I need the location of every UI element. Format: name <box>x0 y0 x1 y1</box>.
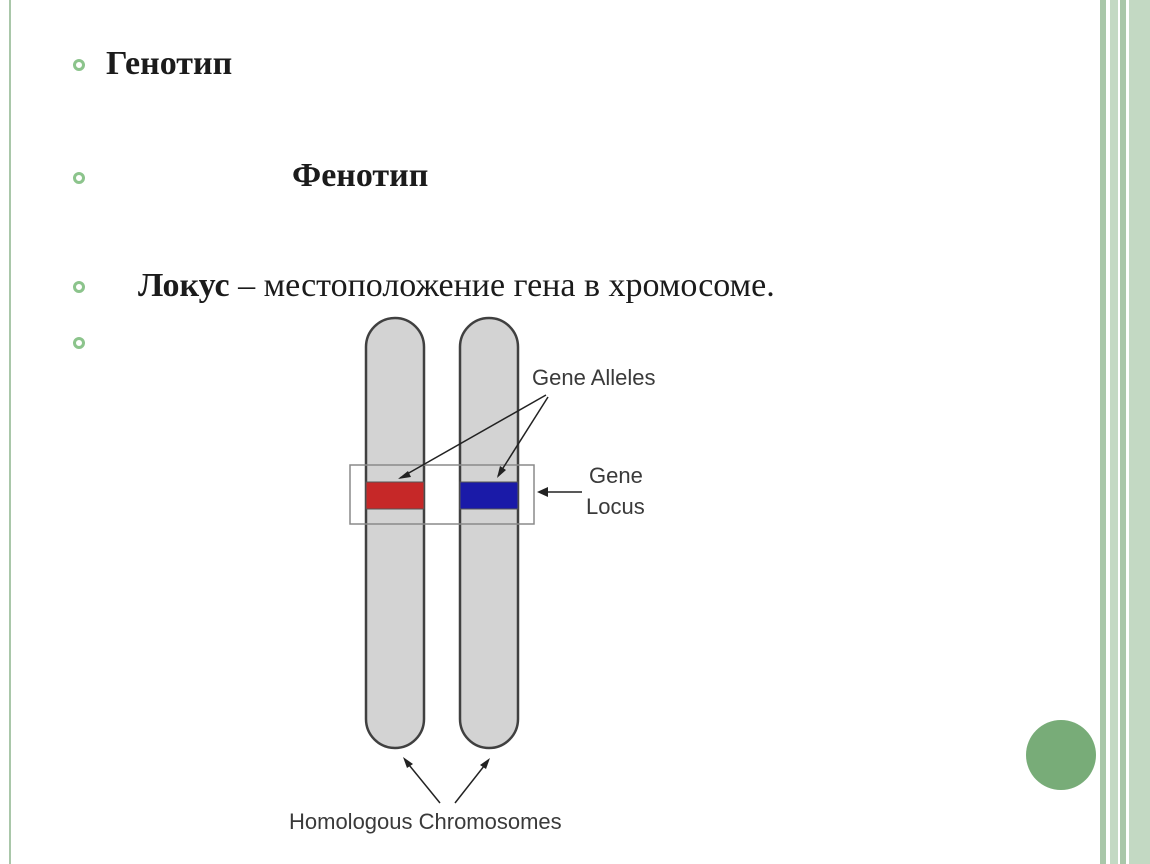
locus-term: Локус <box>138 267 230 304</box>
bullet-marker-1 <box>73 59 85 71</box>
chromosome-right <box>458 316 520 750</box>
label-gene: Gene <box>589 463 643 488</box>
allele-band-red <box>365 481 425 510</box>
chromosome-left <box>364 316 426 750</box>
bullet-text-locus-line: Локус – местоположение гена в хромосоме. <box>138 267 775 305</box>
label-locus: Locus <box>586 494 645 519</box>
arrow-homologous-right <box>454 760 489 804</box>
bullet-marker-4 <box>73 337 85 349</box>
arrow-alleles-to-left <box>399 394 547 479</box>
arrow-homologous-left <box>404 759 441 804</box>
label-gene-alleles: Gene Alleles <box>532 365 656 390</box>
bullet-marker-2 <box>73 172 85 184</box>
gene-locus-box <box>349 464 535 525</box>
arrowhead-homologous-right <box>480 758 490 769</box>
allele-band-blue <box>459 481 519 510</box>
bullet-marker-3 <box>73 281 85 293</box>
right-border-stripes <box>1096 0 1150 864</box>
locus-definition: – местоположение гена в хромосоме. <box>229 267 775 304</box>
decorative-green-circle <box>1026 720 1096 790</box>
left-border-line <box>9 0 11 864</box>
arrow-alleles-to-right <box>497 396 549 477</box>
bullet-text-genotype: Генотип <box>106 45 233 82</box>
arrowhead-alleles-right <box>497 466 506 478</box>
arrowhead-homologous-left <box>403 757 413 768</box>
label-homologous-chromosomes: Homologous Chromosomes <box>289 809 562 834</box>
bullet-text-phenotype: Фенотип <box>292 157 429 194</box>
arrowhead-alleles-left <box>398 471 411 479</box>
arrowhead-locus <box>537 487 548 497</box>
